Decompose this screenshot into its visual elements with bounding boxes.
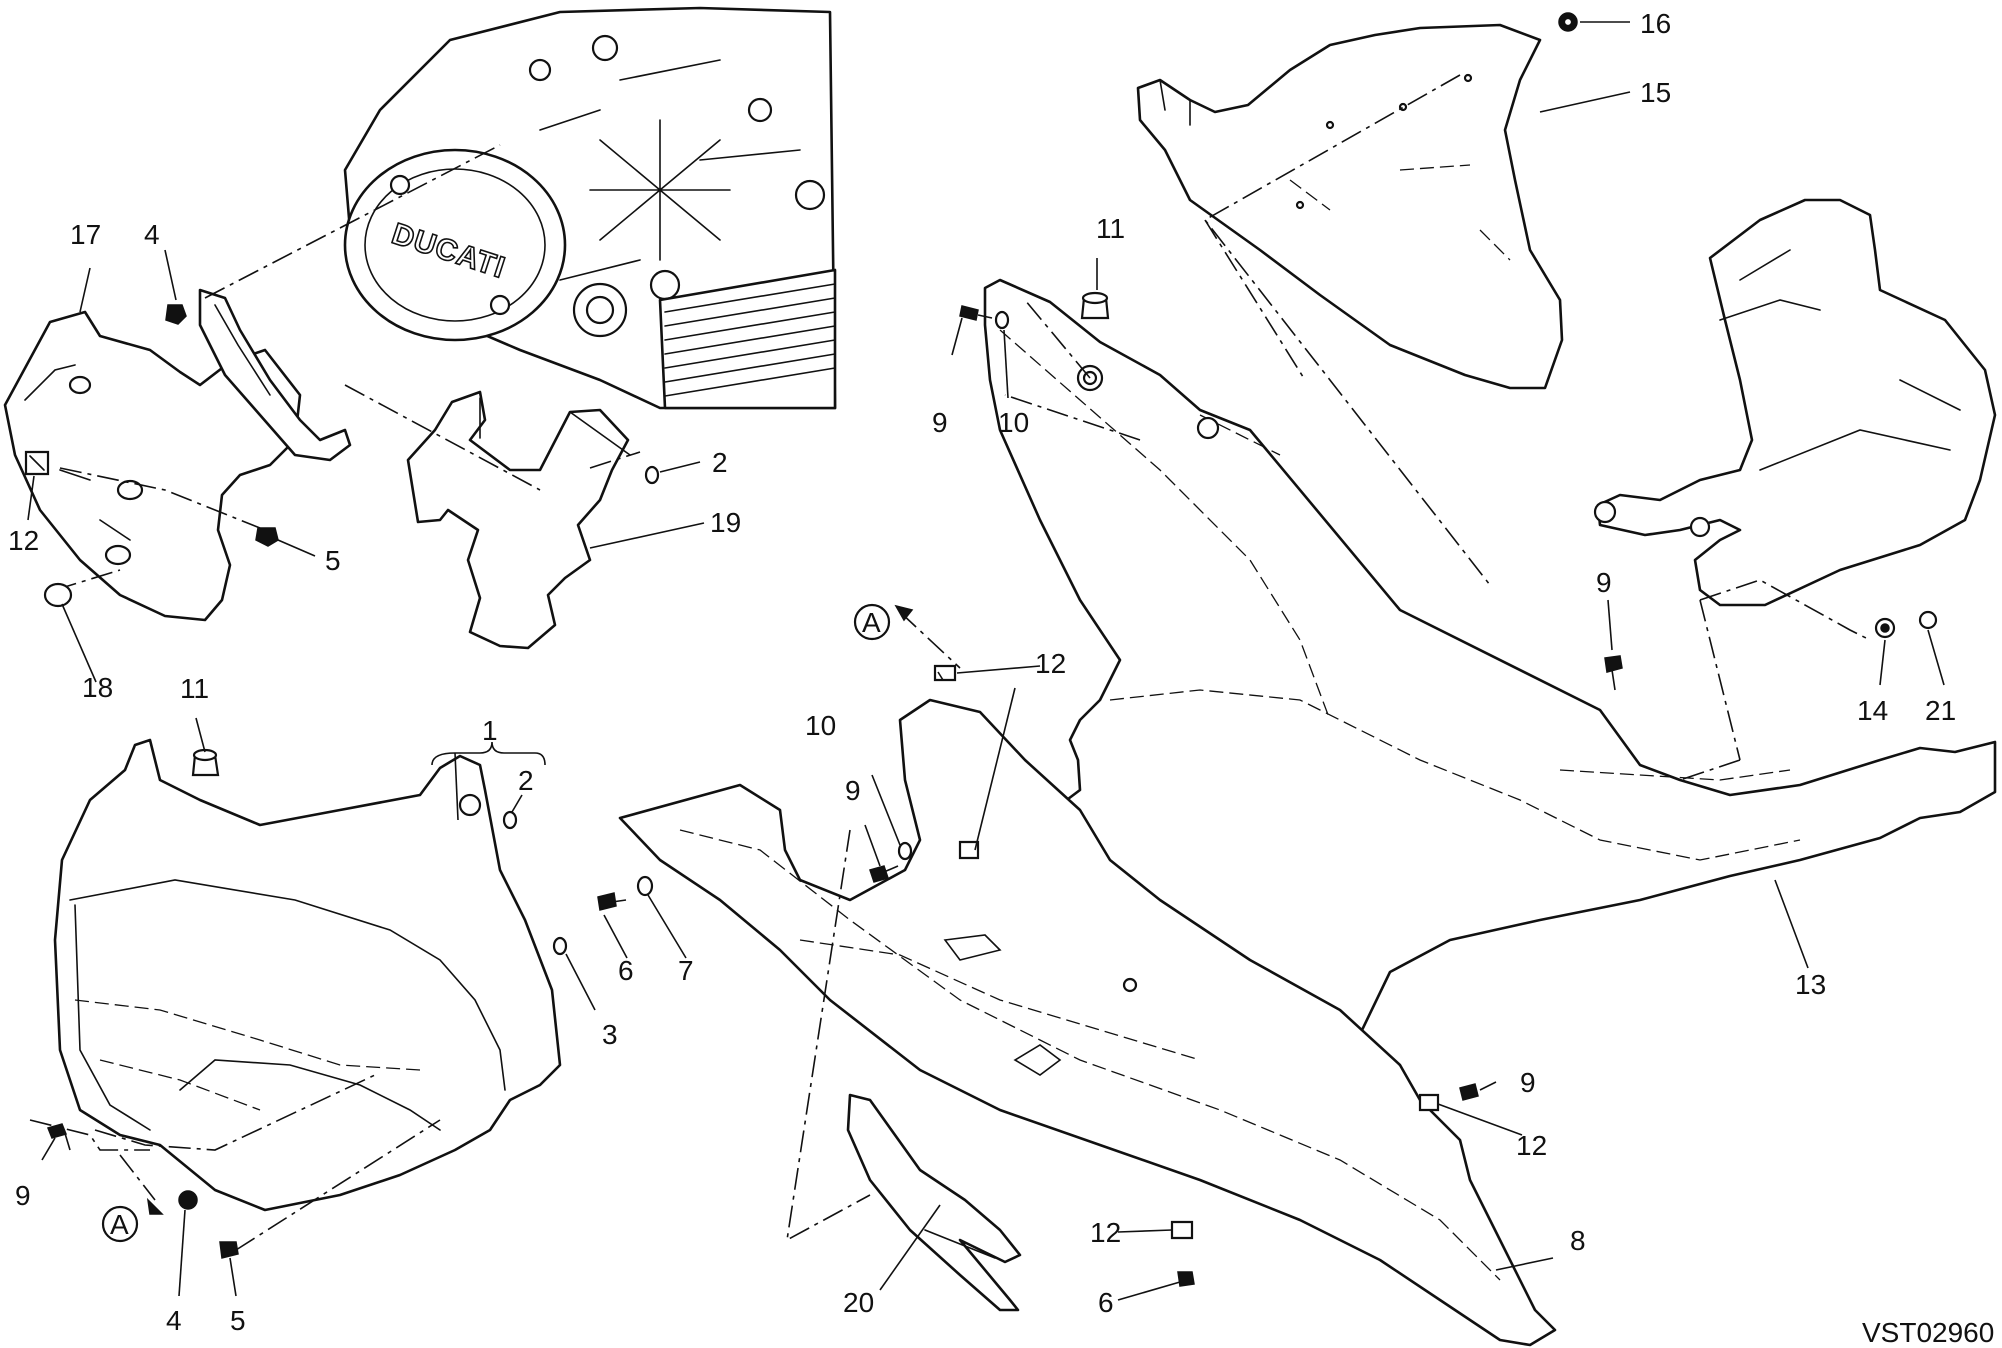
callout-10-middle: 10: [805, 710, 836, 741]
view-reference-letter-top: A: [862, 607, 881, 638]
callout-7: 7: [678, 955, 694, 986]
view-reference-circle-top: [853, 603, 891, 641]
view-reference-marker-top: A: [853, 603, 961, 669]
callout-9-right: 9: [1596, 567, 1612, 598]
callout-5-bottom: 5: [230, 1305, 246, 1336]
callout-11-left: 11: [180, 673, 209, 704]
callout-10-top: 10: [998, 407, 1029, 438]
callout-14: 14: [1857, 695, 1888, 726]
callout-16: 16: [1640, 8, 1671, 39]
callout-1: 1: [482, 715, 498, 746]
callout-11-top: 11: [1096, 213, 1125, 244]
part-19-bracket: [406, 390, 631, 650]
fasteners: [24, 12, 1938, 1287]
part-17-heat-shield: [3, 288, 352, 622]
callout-2-top: 2: [712, 447, 728, 478]
view-reference-letter-bottom: A: [110, 1209, 129, 1240]
view-reference-arrow-top: [894, 604, 914, 622]
view-reference-marker-bottom: A: [101, 1154, 164, 1243]
callout-numbers: 16 15 11 9 10 17 4 12 5 18 2 19 11 1 2 3…: [8, 8, 1956, 1336]
callout-6-left: 6: [618, 955, 634, 986]
callout-9-middle: 9: [845, 775, 861, 806]
view-reference-circle-bottom: [101, 1205, 139, 1243]
callout-9-top: 9: [932, 407, 948, 438]
drawing-code: VST02960: [1862, 1317, 1994, 1348]
part-1-fairing-assembly: [53, 738, 562, 1212]
callout-18: 18: [82, 672, 113, 703]
assembly-brace: [431, 741, 546, 766]
callout-6-bottom: 6: [1098, 1287, 1114, 1318]
callout-12-middle: 12: [1035, 648, 1066, 679]
callout-3: 3: [602, 1019, 618, 1050]
view-reference-arrow-bottom: [146, 1197, 164, 1215]
callout-17: 17: [70, 219, 101, 250]
engine-crankcase: DUCATI: [343, 6, 837, 410]
inner-bracket-right: [1593, 198, 1997, 607]
part-20-trim-strip: [846, 1093, 1022, 1312]
callout-21: 21: [1925, 695, 1956, 726]
callout-15: 15: [1640, 77, 1671, 108]
callout-4-top: 4: [144, 219, 160, 250]
callout-9-lower-right: 9: [1520, 1067, 1536, 1098]
oil-cooler: [658, 268, 837, 410]
assembly-lines: [29, 74, 1871, 1251]
callout-12-lower-right: 12: [1516, 1130, 1547, 1161]
callout-9-left: 9: [15, 1180, 31, 1211]
callout-4-bottom: 4: [166, 1305, 182, 1336]
callout-12-bottom: 12: [1090, 1217, 1121, 1248]
callout-5-top: 5: [325, 545, 341, 576]
callout-8: 8: [1570, 1225, 1586, 1256]
callout-leaders: [27, 21, 1945, 1301]
callout-20: 20: [843, 1287, 874, 1318]
part-15-fairing-panel: [1136, 23, 1564, 390]
callout-2-left: 2: [518, 765, 534, 796]
callout-19: 19: [710, 507, 741, 538]
callout-12-left: 12: [8, 525, 39, 556]
callout-13: 13: [1795, 969, 1826, 1000]
